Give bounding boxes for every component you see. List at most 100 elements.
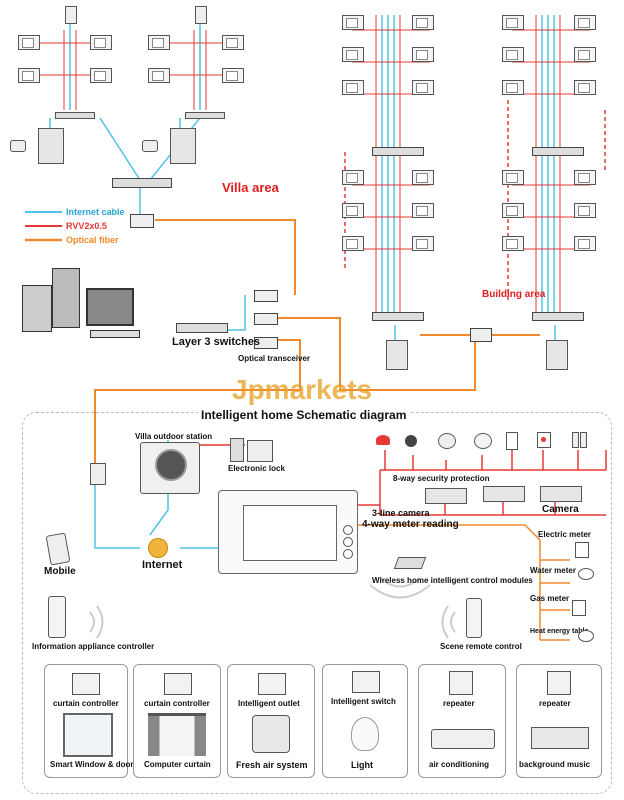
indoor-monitor: [502, 80, 524, 95]
camera-unit: [10, 140, 26, 152]
sensor-icon: [438, 433, 456, 449]
indoor-monitor: [412, 80, 434, 95]
speaker-icon: [405, 435, 417, 447]
security-label: 8-way security protection: [393, 474, 490, 483]
water-meter-label: Water meter: [530, 566, 576, 575]
door-station: [195, 6, 207, 24]
villa-outdoor-station: [140, 442, 200, 494]
panel-bottom-label: Computer curtain: [144, 760, 211, 769]
pc-monitor: [86, 288, 134, 326]
infrared-sensor-icon: [506, 432, 518, 450]
panel-bottom-label: air conditioning: [429, 760, 489, 769]
switch-icon: [352, 671, 380, 693]
panel-button: [343, 525, 353, 535]
indoor-monitor: [222, 68, 244, 83]
watermark: Jpmarkets: [232, 374, 373, 405]
outdoor-station: [38, 128, 64, 164]
curtain-switch-icon: [72, 673, 100, 695]
indoor-monitor: [502, 15, 524, 30]
music-player-icon: [531, 727, 589, 749]
pc-tower: [22, 285, 52, 332]
panel-bottom-label: Fresh air system: [236, 760, 308, 770]
panel-top-label: Intelligent outlet: [238, 699, 300, 708]
indoor-monitor: [412, 47, 434, 62]
panel-top-label: repeater: [443, 699, 475, 708]
indoor-monitor: [18, 68, 40, 83]
transceiver-label: Optical transceiver: [238, 354, 311, 363]
panel-top-label: repeater: [539, 699, 571, 708]
legend-fiber: Optical fiber: [66, 235, 119, 245]
building-area-label: Building area: [482, 289, 546, 300]
panel-air-conditioning: repeater air conditioning: [418, 664, 506, 778]
indoor-monitor: [412, 170, 434, 185]
camera-line-label: 3-line camera: [372, 508, 430, 518]
indoor-monitor: [574, 170, 596, 185]
gas-meter-icon: [572, 600, 586, 616]
panel-bottom-label: background music: [519, 760, 591, 769]
legend-internet: Internet cable: [66, 207, 125, 217]
panel-top-label: Intelligent switch: [331, 697, 396, 706]
fresh-air-unit-icon: [252, 715, 290, 753]
outlet-icon: [258, 673, 286, 695]
heat-meter-label: Heat energy table: [530, 628, 589, 635]
optical-transceiver: [254, 337, 278, 349]
emergency-button-icon: [537, 432, 551, 448]
outdoor-station: [386, 340, 408, 370]
legend-rvv: RVV2x0.5: [66, 221, 107, 231]
indoor-monitor: [502, 203, 524, 218]
camera-icon: [425, 488, 467, 504]
outdoor-station: [170, 128, 196, 164]
indoor-monitor: [342, 203, 364, 218]
indoor-monitor: [342, 170, 364, 185]
indoor-control-panel: [218, 490, 358, 574]
switch-box: [130, 214, 154, 228]
layer3-switch: [176, 323, 228, 333]
door-sensor-icon: [572, 432, 579, 448]
indoor-monitor: [412, 236, 434, 251]
indoor-monitor: [148, 68, 170, 83]
internet-label: Internet: [142, 559, 183, 571]
villa-area-label: Villa area: [222, 180, 279, 195]
electronic-lock: [247, 440, 273, 462]
indoor-monitor: [342, 236, 364, 251]
panel-computer-curtain: curtain controller Computer curtain: [133, 664, 221, 778]
panel-fresh-air: Intelligent outlet Fresh air system: [227, 664, 315, 778]
indoor-monitor: [222, 35, 244, 50]
indoor-monitor: [574, 47, 596, 62]
electric-meter-icon: [575, 542, 589, 558]
repeater-icon: [547, 671, 571, 695]
wireless-label: Wireless home intelligent control module…: [372, 576, 533, 585]
mobile-label: Mobile: [44, 566, 76, 577]
panel-background-music: repeater background music: [516, 664, 602, 778]
lock-label: Electronic lock: [228, 464, 285, 473]
switch-box: [90, 463, 106, 485]
camera-icon: [540, 486, 582, 502]
scene-remote-icon: [466, 598, 482, 638]
panel-window-door: curtain controller Smart Window & door: [44, 664, 133, 778]
door-sensor-icon: [580, 432, 587, 448]
heat-meter-icon: [578, 630, 594, 642]
repeater-icon: [449, 671, 473, 695]
indoor-monitor: [148, 35, 170, 50]
switches-label: Layer 3 switches: [172, 336, 261, 348]
appliance-label: Information appliance controller: [32, 642, 155, 651]
alarm-siren-icon: [376, 435, 390, 445]
indoor-monitor: [502, 47, 524, 62]
villa-switch: [112, 178, 172, 188]
gas-meter-label: Gas meter: [530, 594, 570, 603]
indoor-monitor: [574, 236, 596, 251]
keyboard: [90, 330, 140, 338]
indoor-monitor: [90, 68, 112, 83]
curtain-icon: [148, 713, 206, 756]
smoke-detector-icon: [474, 433, 492, 449]
home-title: Intelligent home Schematic diagram: [198, 408, 410, 422]
indoor-monitor: [342, 15, 364, 30]
camera-unit: [142, 140, 158, 152]
switch-box: [254, 290, 278, 302]
door-station: [65, 6, 77, 24]
switch-box: [254, 313, 278, 325]
panel-top-label: curtain controller: [144, 699, 210, 708]
outdoor-station: [546, 340, 568, 370]
indoor-monitor: [574, 15, 596, 30]
